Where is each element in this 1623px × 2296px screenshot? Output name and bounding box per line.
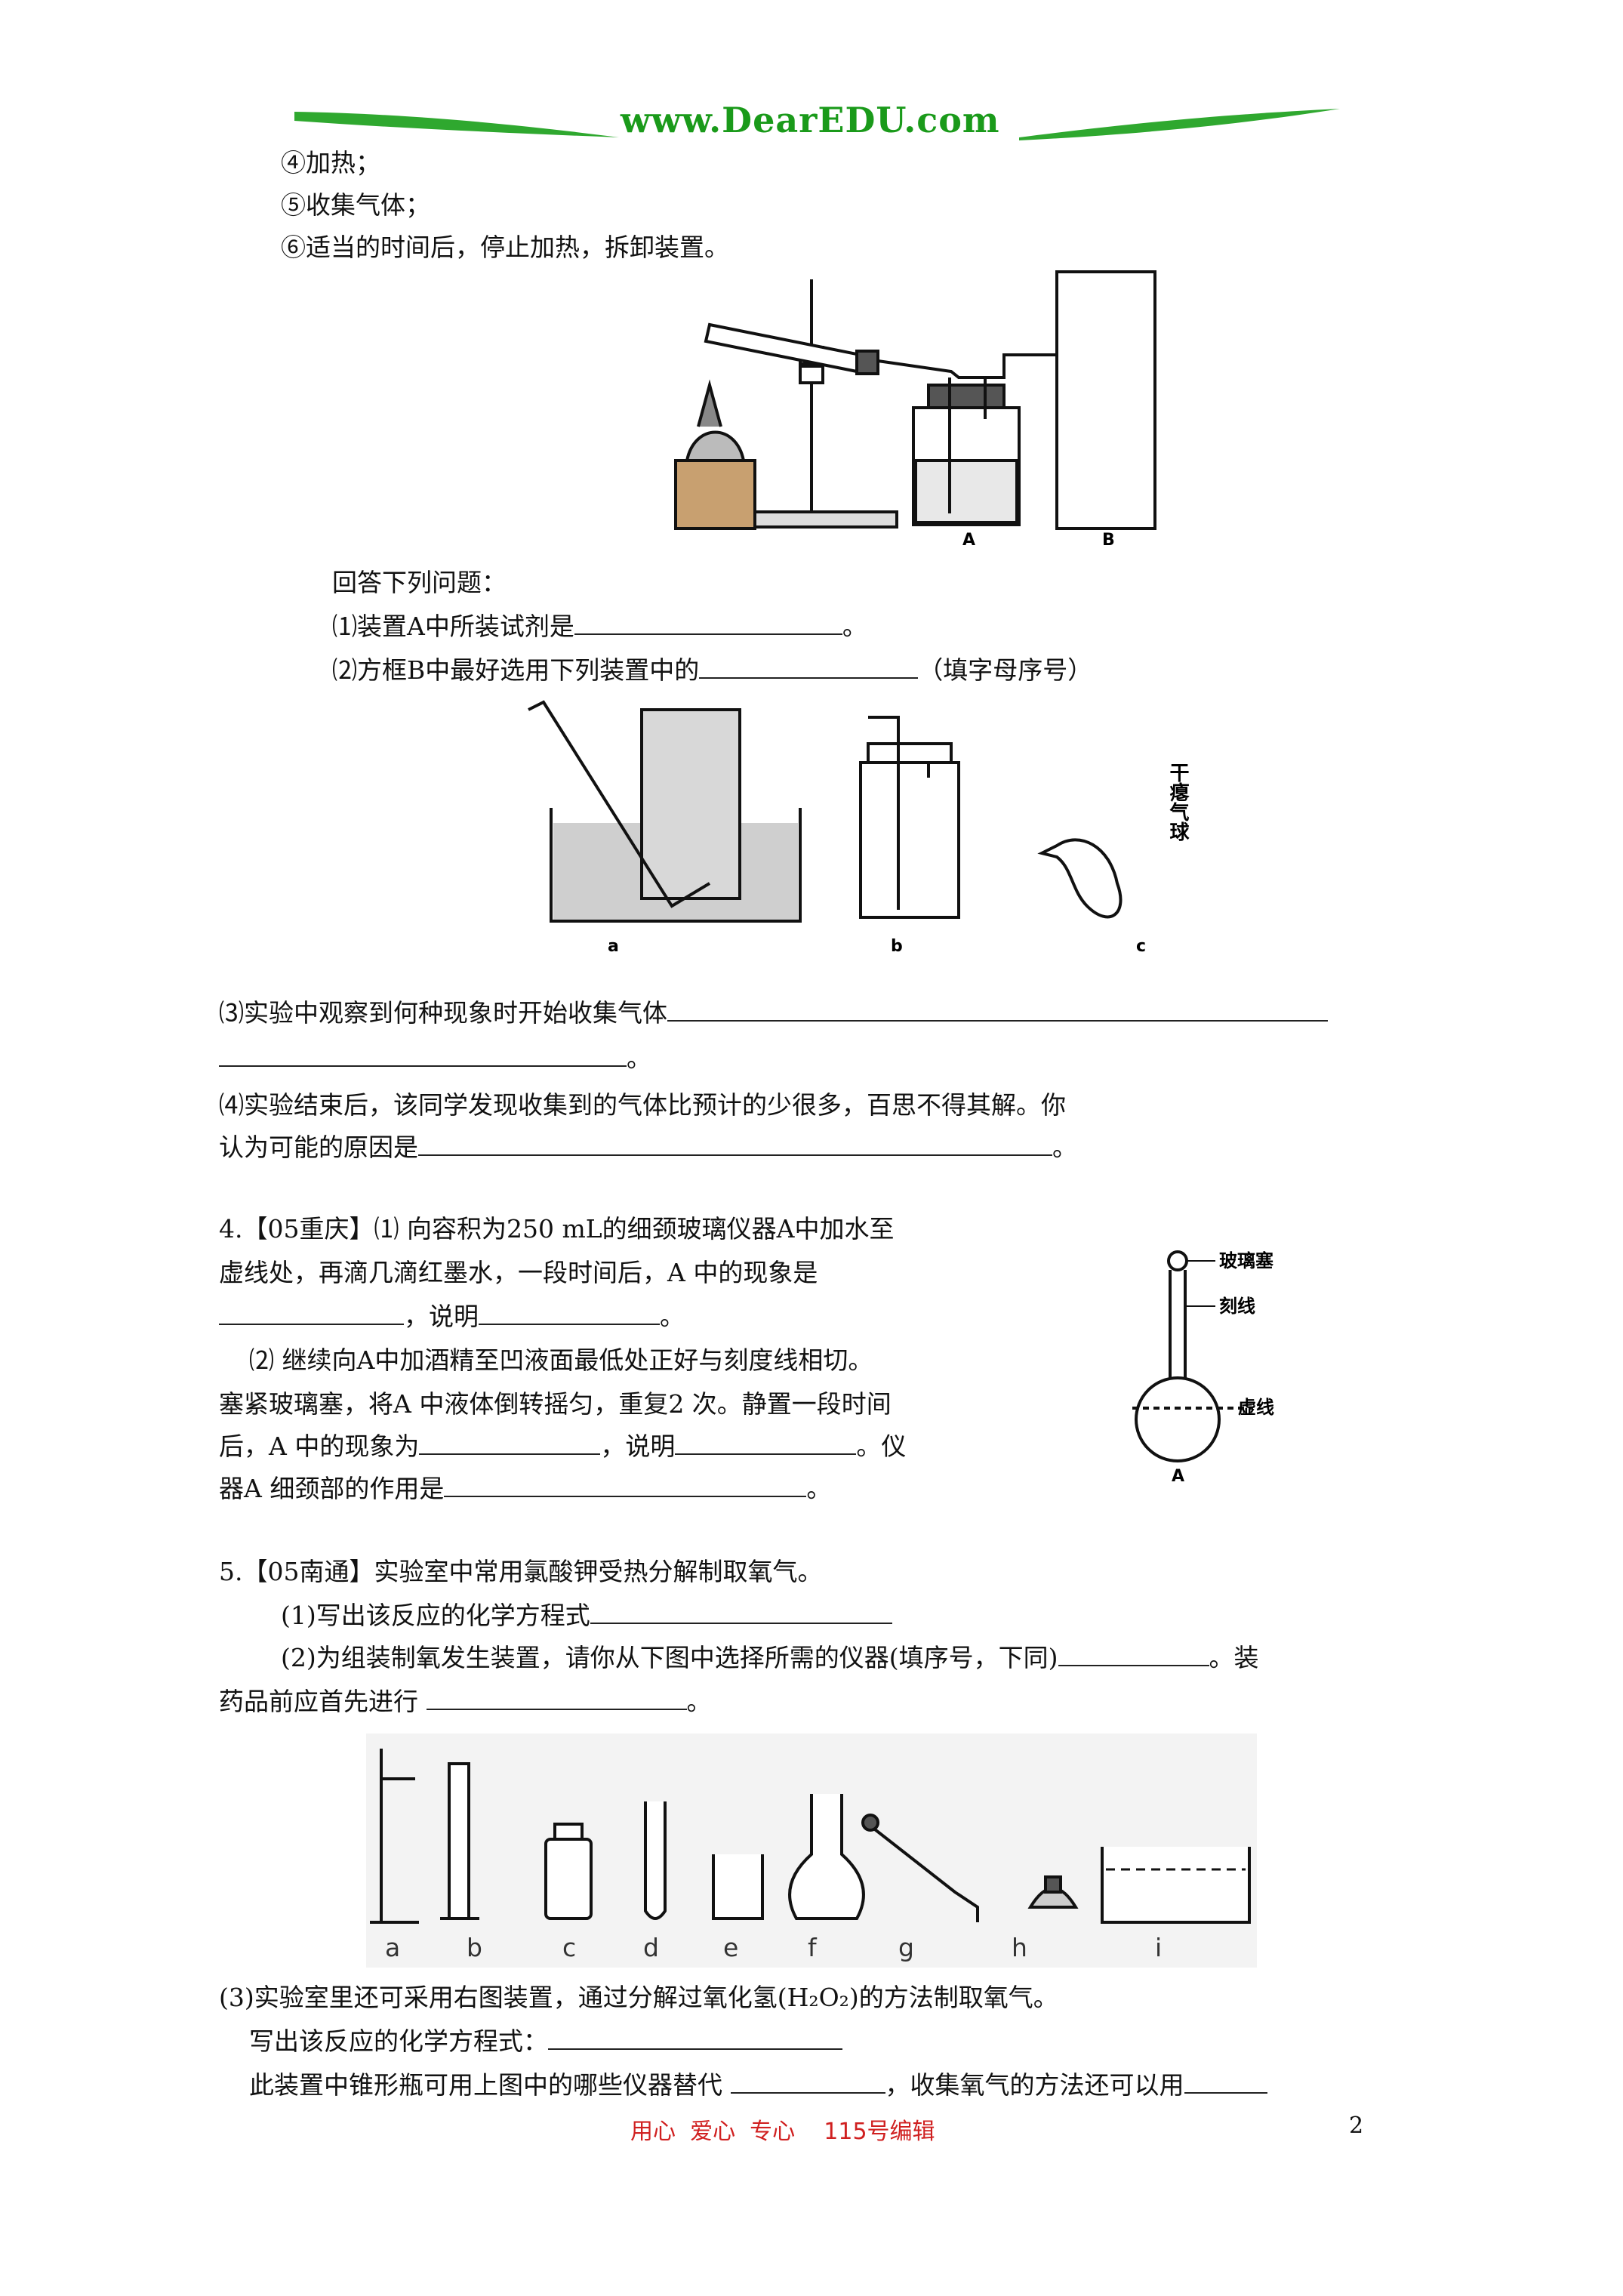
figure2-label-b: b [891,937,903,956]
balloon-text: 干瘪气球 [1166,763,1190,841]
figure-instruments-row [366,1734,1257,1968]
question-4-line1: ⑷实验结束后，该同学发现收集到的气体比预计的少很多，百思不得其解。你 [219,1090,1066,1120]
problem4-line2: 虚线处，再滴几滴红墨水，一段时间后，A 中的现象是 [219,1258,818,1287]
problem4-line1: 4.【05重庆】⑴ 向容积为250 mL的细颈玻璃仪器A中加水至 [219,1214,895,1244]
problem4-line3: ，说明。 [219,1299,685,1335]
instrument-label-h: h [1012,1933,1027,1962]
problem5-line5: (3)实验室里还可采用右图装置，通过分解过氧化氢(H₂O₂)的方法制取氧气。 [219,1983,1058,2012]
question-3: ⑶实验中观察到何种现象时开始收集气体 [219,995,1328,1031]
problem5-line4: 药品前应首先进行 。 [219,1684,712,1720]
figure1-label-b: B [1102,531,1115,550]
problem4-line4: ⑵ 继续向A中加酒精至凹液面最低处正好与刻度线相切。 [249,1345,873,1375]
problem4-line5: 塞紧玻璃塞，将A 中液体倒转摇匀，重复2 次。静置一段时间 [219,1389,892,1419]
flask-dashed-label: 虚线 [1238,1397,1274,1418]
step-6: ⑥适当的时间后，停止加热，拆卸装置。 [281,233,729,262]
problem5-line1: 5.【05南通】实验室中常用氯酸钾受热分解制取氧气。 [219,1557,823,1586]
flask-label-a: A [1172,1467,1184,1486]
figure-volumetric-flask: 玻璃塞 刻线 虚线 A [1132,1250,1274,1486]
problem5-line3: (2)为组装制氧发生装置，请你从下图中选择所需的仪器(填序号，下同)。装 [281,1640,1259,1676]
instrument-label-c: c [562,1933,577,1962]
instrument-label-a: a [385,1933,401,1962]
flask-mark-label: 刻线 [1219,1296,1255,1317]
problem5-line7: 此装置中锥形瓶可用上图中的哪些仪器替代 ，收集氧气的方法还可以用 [249,2067,1267,2103]
problem4-line7: 器A 细颈部的作用是。 [219,1471,831,1507]
question-3-line2: 。 [219,1040,651,1077]
figure-collection-options: 干瘪气球 a b c [528,700,1190,956]
problem5-line2: (1)写出该反应的化学方程式 [281,1598,892,1634]
step-5: ⑤收集气体； [281,190,430,220]
instrument-label-g: g [898,1933,914,1962]
footer-text: 用心 爱心 专心 115号编辑 [630,2119,935,2145]
instrument-label-d: d [643,1933,659,1962]
problem5-line6: 写出该反应的化学方程式： [249,2023,842,2060]
header-swoosh-left [294,112,619,137]
flask-stopper-label: 玻璃塞 [1219,1250,1273,1271]
figure1-label-a: A [962,531,975,550]
question-2: ⑵方框B中最好选用下列装置中的（填字母序号） [332,652,1092,689]
figure2-label-a: a [608,937,619,956]
instrument-label-e: e [723,1933,739,1962]
question-4-line2: 认为可能的原因是。 [219,1130,1077,1166]
instrument-label-b: b [467,1933,482,1962]
problem4-line6: 后，A 中的现象为，说明。仪 [219,1428,906,1465]
figure2-label-c: c [1136,937,1146,956]
page-number: 2 [1349,2113,1364,2139]
figure-heating-apparatus: A B [674,270,1156,550]
header-site-logo: www.DearEDU.com [621,100,1000,140]
header-swoosh-right [1019,109,1340,140]
step-4: ④加热； [281,148,380,177]
question-intro: 回答下列问题： [332,568,507,597]
instrument-label-f: f [808,1933,817,1962]
instrument-label-i: i [1155,1933,1163,1962]
question-1: ⑴装置A中所装试剂是。 [332,609,867,645]
